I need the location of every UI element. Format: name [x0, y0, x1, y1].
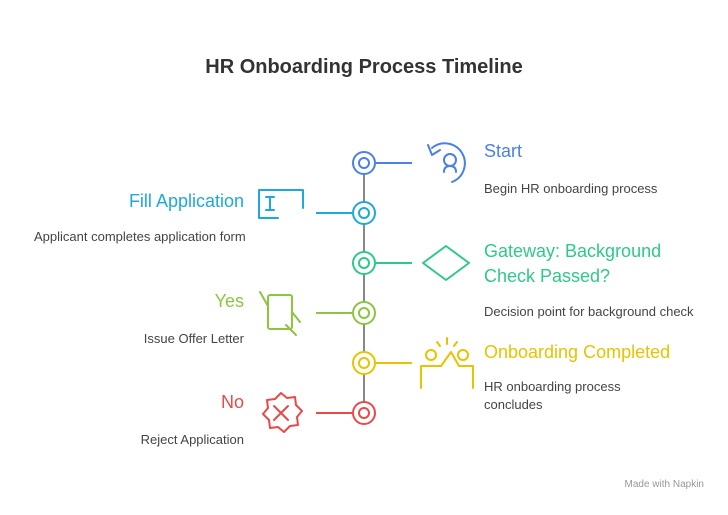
step-heading-fill-application: Fill Application — [128, 191, 244, 211]
reject-badge-icon — [262, 392, 303, 433]
footer-credit: Made with Napkin — [624, 479, 704, 490]
step-description-no: Reject Application — [140, 432, 244, 447]
step-heading-start: Start — [484, 141, 523, 161]
step-heading-onboarding-completed: Onboarding Completed — [484, 342, 671, 362]
timeline-node — [358, 157, 370, 169]
diamond-icon — [422, 245, 470, 281]
step-description-yes: Issue Offer Letter — [143, 331, 244, 346]
step-description-start: Begin HR onboarding process — [484, 181, 658, 196]
text-field-icon — [258, 189, 304, 219]
timeline-node — [358, 257, 370, 269]
diagram-title: HR Onboarding Process Timeline — [205, 56, 523, 78]
step-description-fill-application: Applicant completes application form — [34, 229, 246, 244]
step-heading-yes: Yes — [214, 291, 244, 311]
timeline-node — [358, 207, 370, 219]
step-description-onboarding-completed: HR onboarding process concludes — [484, 379, 621, 412]
restart-icon — [427, 142, 466, 183]
step-heading-gateway: Gateway: Background Check Passed? — [484, 241, 662, 286]
timeline-node — [358, 357, 370, 369]
timeline-node — [358, 407, 370, 419]
step-description-gateway: Decision point for background check — [484, 304, 694, 319]
hand-document-icon — [259, 291, 301, 336]
timeline-node — [358, 307, 370, 319]
step-heading-no: No — [220, 392, 244, 412]
celebration-icon — [420, 337, 474, 389]
